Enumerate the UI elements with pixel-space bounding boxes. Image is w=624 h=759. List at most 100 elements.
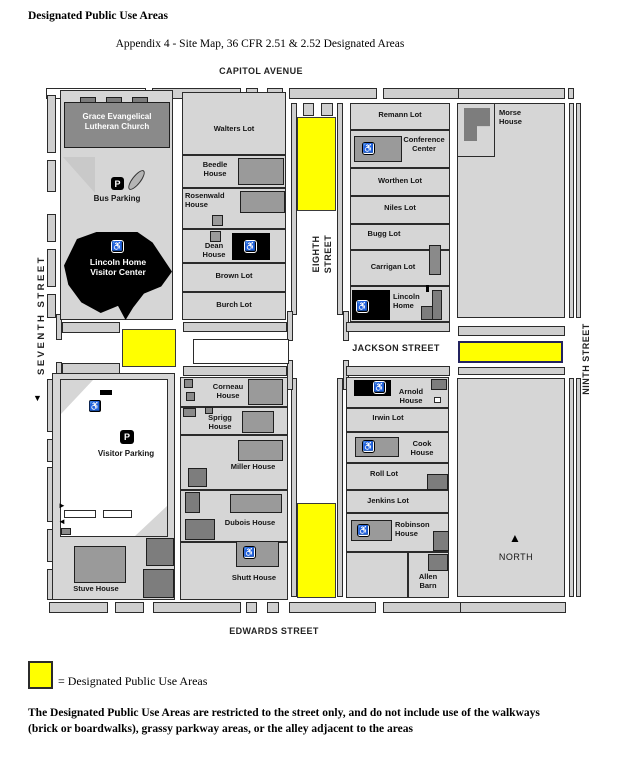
accessible-icon: ♿ <box>362 142 375 155</box>
label-robinson-house: Robinson House <box>395 520 430 538</box>
legend-swatch <box>28 661 53 689</box>
label-stuve-house: Stuve House <box>73 584 119 593</box>
label-bugg-lot: Bugg Lot <box>367 229 401 238</box>
building-lincoln-annex <box>426 285 429 292</box>
page-subtitle: Appendix 4 - Site Map, 36 CFR 2.51 & 2.5… <box>115 38 405 50</box>
parking-icon: P <box>120 430 134 444</box>
parkway-strip <box>193 339 289 364</box>
label-allen-barn: Allen Barn <box>418 572 438 590</box>
parkway-strip <box>47 249 56 287</box>
label-dean-house: Dean House <box>202 241 226 259</box>
parking-corner <box>135 506 167 536</box>
accessible-icon: ♿ <box>362 440 375 453</box>
parkway-strip <box>183 322 287 332</box>
outbuilding <box>184 379 193 388</box>
label-niles-lot: Niles Lot <box>384 203 416 212</box>
building-church <box>64 102 170 148</box>
outbuilding <box>431 379 447 390</box>
exit-arrow-icon: ◄ <box>58 517 66 526</box>
building-beedle-house <box>238 158 284 185</box>
outbuilding <box>185 519 215 540</box>
label-church: Grace Evangelical Lutheran Church <box>82 112 152 131</box>
outbuilding <box>61 528 71 535</box>
label-bus-parking: Bus Parking <box>93 194 141 203</box>
label-irwin-lot: Irwin Lot <box>372 413 404 422</box>
block-southeast <box>457 378 565 597</box>
parkway-strip <box>458 88 565 99</box>
entrance-arrow-icon: ► <box>58 501 66 510</box>
label-visitor-center: Lincoln Home Visitor Center <box>89 257 147 278</box>
label-cook-house: Cook House <box>410 439 434 457</box>
label-burch-lot: Burch Lot <box>216 300 252 309</box>
parkway-strip <box>287 360 293 390</box>
outbuilding <box>146 538 174 566</box>
designated-area-jackson-west <box>122 329 176 367</box>
label-lincoln-home: Lincoln Home <box>393 292 420 310</box>
parkway-strip <box>183 366 287 376</box>
parkway-strip <box>246 602 257 613</box>
parkway-strip <box>115 602 144 613</box>
label-arnold-house: Arnold House <box>398 387 424 405</box>
parking-row <box>64 510 96 518</box>
parkway-strip <box>458 367 565 375</box>
block-brown-lot <box>182 263 286 292</box>
block-niles-lot <box>350 196 450 224</box>
parkway-strip <box>346 366 450 376</box>
outbuilding <box>183 408 196 417</box>
outbuilding <box>427 474 448 490</box>
parkway-strip <box>303 103 314 116</box>
parkway-strip <box>321 103 333 116</box>
building-rosenwald-house <box>240 191 285 213</box>
label-sprigg-house: Sprigg House <box>208 413 232 431</box>
label-visitor-parking: Visitor Parking <box>97 449 155 458</box>
building-stuve-house <box>74 546 126 583</box>
building-carrigan <box>429 245 441 275</box>
outbuilding <box>433 531 449 551</box>
building-lincoln-annex <box>421 306 433 320</box>
footer-line-2: (brick or boardwalks), grassy parkway ar… <box>28 722 414 735</box>
label-brown-lot: Brown Lot <box>215 271 253 280</box>
label-corneau-house: Corneau House <box>212 382 244 400</box>
parkway-strip <box>576 103 581 318</box>
label-north: NORTH <box>498 552 534 562</box>
street-label-capitol: CAPITOL AVENUE <box>219 66 303 76</box>
parkway-strip <box>289 88 377 99</box>
label-rosenwald-house: Rosenwald House <box>185 191 225 209</box>
building-dubois-house <box>230 494 282 513</box>
street-label-jackson: JACKSON STREET <box>352 343 440 353</box>
parkway-strip <box>569 378 574 597</box>
parkway-strip <box>289 602 376 613</box>
building-allen-barn <box>428 554 448 571</box>
parkway-strip <box>460 602 566 613</box>
parkway-strip <box>568 88 574 99</box>
designated-area-eighth-south <box>297 503 336 598</box>
label-beedle-house: Beedle House <box>202 160 228 178</box>
label-walters-lot: Walters Lot <box>213 124 255 133</box>
page-title: Designated Public Use Areas <box>28 10 169 22</box>
legend-label: = Designated Public Use Areas <box>58 674 208 688</box>
block-walters-lot <box>182 92 286 155</box>
parkway-strip <box>47 214 56 242</box>
accessible-icon: ♿ <box>88 399 102 413</box>
outbuilding <box>185 492 200 513</box>
accessible-icon: ♿ <box>356 300 369 313</box>
outbuilding <box>186 392 195 401</box>
parkway-strip <box>49 602 108 613</box>
label-roll-lot: Roll Lot <box>370 469 398 478</box>
parkway-strip <box>47 160 56 192</box>
label-carrigan-lot: Carrigan Lot <box>370 262 416 271</box>
building-conference-center <box>354 136 402 162</box>
parkway-strip <box>569 103 574 318</box>
south-arrow-icon: ▼ <box>33 393 42 403</box>
footer-line-1: The Designated Public Use Areas are rest… <box>28 707 540 719</box>
parking-icon: P <box>111 177 124 190</box>
parkway-strip <box>287 311 293 341</box>
parkway-strip <box>56 314 62 340</box>
designated-area-eighth-north <box>297 117 336 211</box>
building-lincoln-annex <box>432 290 442 320</box>
block-irwin-lot <box>346 408 449 432</box>
parkway-strip <box>62 322 120 333</box>
outbuilding <box>210 231 221 242</box>
building-sprigg-house <box>242 411 274 433</box>
